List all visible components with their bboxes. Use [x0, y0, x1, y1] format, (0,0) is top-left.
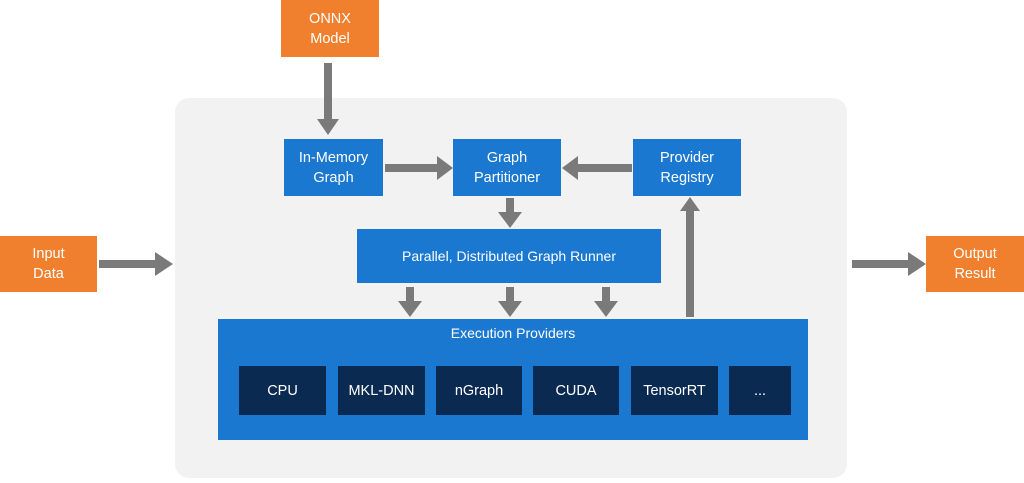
provider-more-label: ... [753, 382, 767, 399]
provider-mkl-dnn-label: MKL-DNN [348, 382, 415, 399]
arrow-runner-to-providers-3 [594, 287, 618, 317]
output-result-box: Output Result [926, 236, 1024, 292]
provider-tensorrt: TensorRT [631, 366, 718, 415]
provider-cpu: CPU [239, 366, 326, 415]
provider-cuda: CUDA [533, 366, 619, 415]
arrow-runtime-to-output [852, 252, 926, 276]
output-result-label: Output Result [953, 246, 997, 282]
arrow-onnx-to-in-memory [317, 63, 339, 135]
execution-providers-title: Execution Providers [450, 325, 576, 341]
in-memory-graph-box: In-Memory Graph [284, 139, 383, 196]
arrow-registry-to-partitioner [562, 156, 632, 180]
provider-mkl-dnn: MKL-DNN [338, 366, 425, 415]
provider-cuda-label: CUDA [555, 382, 597, 399]
graph-partitioner-box: Graph Partitioner [453, 139, 561, 196]
arrow-input-to-runtime [99, 252, 173, 276]
arrow-runner-to-providers-2 [498, 287, 522, 317]
graph-runner-label: Parallel, Distributed Graph Runner [402, 248, 616, 264]
provider-tensorrt-label: TensorRT [643, 382, 706, 399]
provider-more: ... [729, 366, 791, 415]
onnx-model-label: ONNX Model [309, 10, 351, 47]
input-data-label: Input Data [32, 246, 65, 282]
arrow-partitioner-to-runner [498, 198, 522, 228]
provider-ngraph-label: nGraph [454, 382, 504, 399]
onnx-model-box: ONNX Model [281, 0, 379, 57]
provider-registry-label: Provider Registry [660, 149, 714, 186]
arrow-runner-to-providers-1 [398, 287, 422, 317]
arrow-providers-to-registry [680, 197, 700, 317]
in-memory-graph-label: In-Memory Graph [298, 149, 369, 186]
input-data-box: Input Data [0, 236, 97, 292]
provider-ngraph: nGraph [436, 366, 522, 415]
graph-partitioner-label: Graph Partitioner [473, 149, 541, 186]
provider-cpu-label: CPU [267, 382, 298, 399]
arrow-in-memory-to-partitioner [385, 156, 453, 180]
provider-registry-box: Provider Registry [633, 139, 741, 196]
graph-runner-box: Parallel, Distributed Graph Runner [357, 229, 661, 283]
